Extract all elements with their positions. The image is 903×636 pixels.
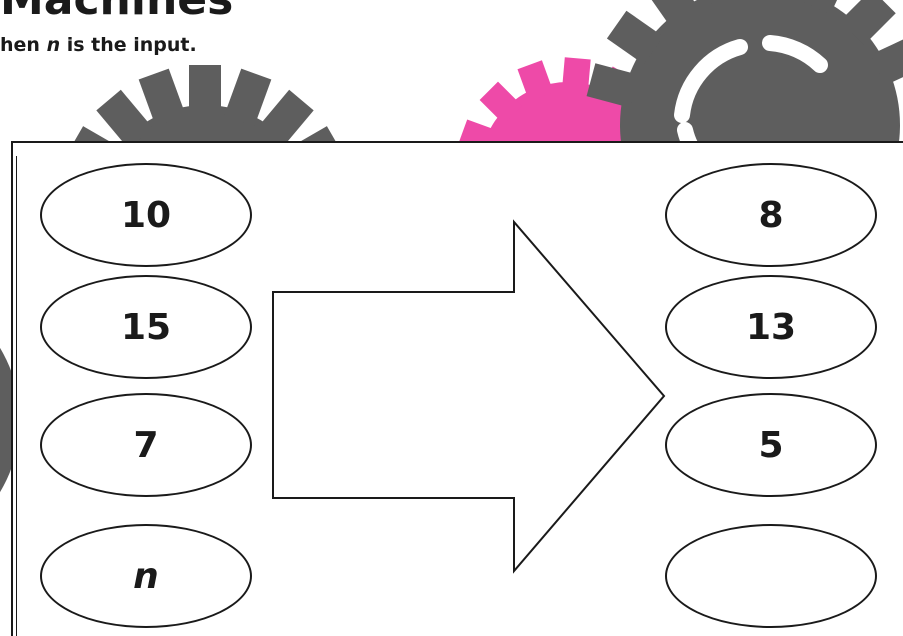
- output-oval: 13: [665, 275, 877, 379]
- instruction-variable: n: [46, 34, 61, 56]
- page-title: Machines: [0, 0, 233, 25]
- input-oval: n: [40, 524, 252, 628]
- input-oval: 10: [40, 163, 252, 267]
- instruction-text: hen n is the input.: [0, 34, 197, 56]
- panel-border-line: [16, 156, 17, 636]
- instruction-suffix: is the input.: [60, 34, 197, 56]
- output-oval: 8: [665, 163, 877, 267]
- output-oval-blank[interactable]: [665, 524, 877, 628]
- instruction-prefix: hen: [0, 34, 47, 56]
- input-oval: 15: [40, 275, 252, 379]
- input-oval: 7: [40, 393, 252, 497]
- output-oval: 5: [665, 393, 877, 497]
